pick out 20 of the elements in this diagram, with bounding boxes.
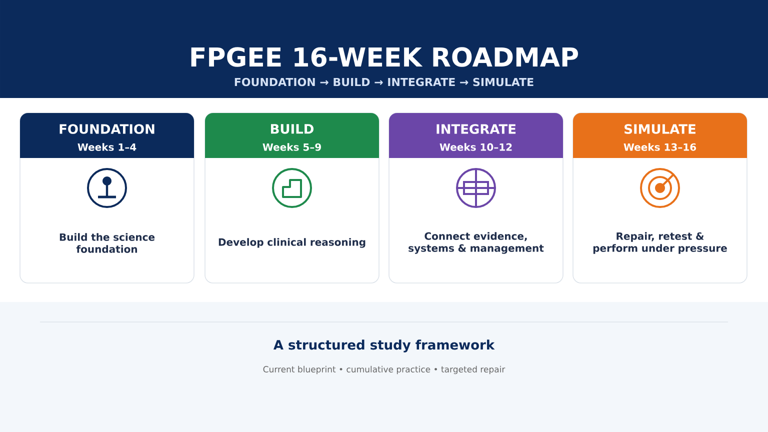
stage-title: INTEGRATE — [436, 124, 516, 134]
week-range: Weeks 13–16 — [624, 143, 696, 151]
subtagline: Current blueprint • cumulative practice • targeted repair — [263, 366, 506, 374]
stage-description: Develop clinical reasoning — [218, 238, 366, 248]
stage-description: Repair, retest & perform under pressure — [593, 232, 727, 254]
stage-title: SIMULATE — [624, 124, 696, 134]
stage-card — [388, 112, 564, 284]
stage-card — [204, 112, 380, 284]
stage-card — [572, 112, 748, 284]
stage-description: Connect evidence, systems & management — [408, 232, 544, 254]
stage-card — [20, 112, 194, 284]
week-range: Weeks 5–9 — [262, 143, 321, 151]
title: FPGEE 16-WEEK ROADMAP — [191, 47, 578, 67]
stage-description: Build the science foundation — [60, 233, 155, 253]
week-range: Weeks 1–4 — [78, 143, 136, 151]
stage-sequence: FOUNDATION → BUILD → INTEGRATE → SIMULATE — [234, 78, 534, 86]
week-range: Weeks 10–12 — [440, 143, 512, 151]
tagline: A structured study framework — [274, 340, 495, 352]
stage-title: FOUNDATION — [60, 124, 154, 134]
stage-title: BUILD — [271, 124, 314, 134]
